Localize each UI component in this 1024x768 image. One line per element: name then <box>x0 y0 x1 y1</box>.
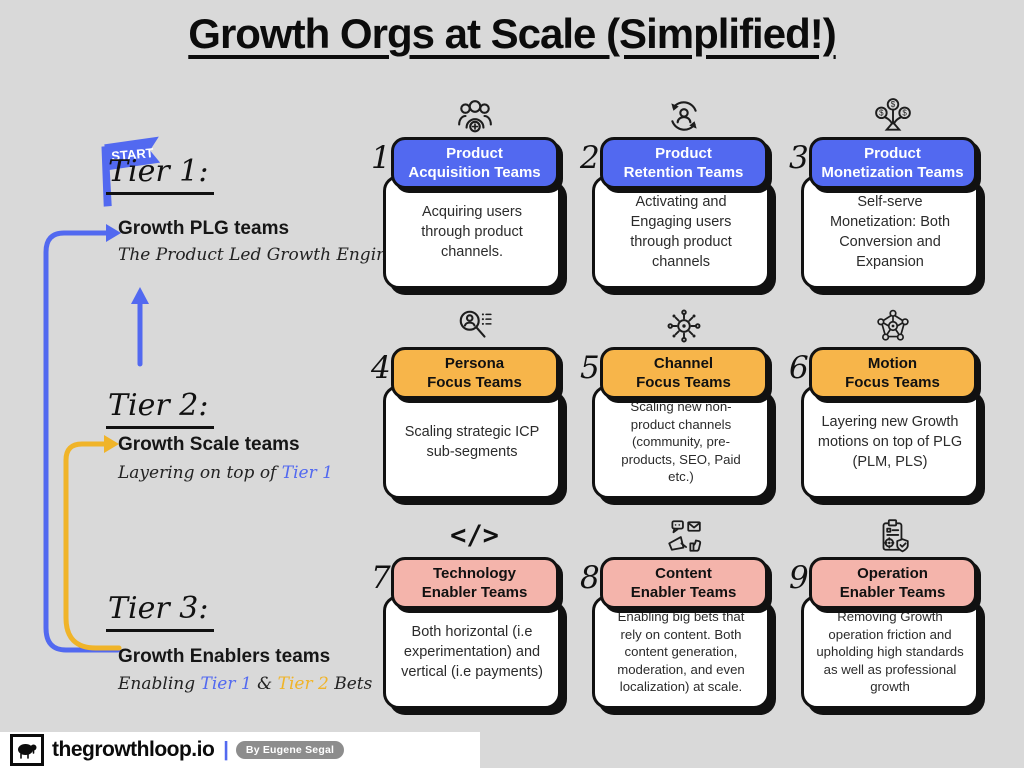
retention-cycle-icon <box>665 97 703 137</box>
svg-text:$: $ <box>902 109 907 118</box>
tier2-heading: Growth Scale teams <box>118 434 300 455</box>
tier1-label: Tier 1: <box>106 154 215 195</box>
motion-gears-icon <box>874 307 912 347</box>
operations-clipboard-icon <box>874 517 912 557</box>
card-description: Activating and Engaging users through pr… <box>592 175 770 289</box>
start-flag-label: START <box>111 145 155 164</box>
tier2-sub-text: Layering on top of <box>118 463 282 483</box>
page-title: Growth Orgs at Scale (Simplified!) <box>188 10 836 57</box>
card-description: Enabling big bets that rely on content. … <box>592 595 770 709</box>
card-description: Acquiring users through product channels… <box>383 175 561 289</box>
content-megaphone-icon <box>665 517 703 557</box>
tier3-to-tier1-blue-arrow <box>43 224 121 653</box>
footer-separator: | <box>223 738 229 761</box>
start-flag: START <box>95 135 171 213</box>
card-description: Scaling strategic ICP sub-segments <box>383 385 561 499</box>
start-flag-icon: START <box>101 136 161 207</box>
tier3-subheading: Enabling Tier 1 & Tier 2 Bets <box>118 674 372 694</box>
card-description: Removing Growth operation friction and u… <box>801 595 979 709</box>
tier3-sub-bets: Bets <box>328 674 373 694</box>
card-description: Layering new Growth motions on top of PL… <box>801 385 979 499</box>
svg-text:$: $ <box>890 100 895 109</box>
tier2-sub-tier1-ref: Tier 1 <box>281 463 333 483</box>
tier1-heading: Growth PLG teams <box>118 218 290 239</box>
tier3-sub-amp: & <box>251 674 278 694</box>
card-description: Scaling new non- product channels (commu… <box>592 385 770 499</box>
brand-name: thegrowthloop.io <box>52 738 215 761</box>
sheep-logo-icon <box>10 734 44 766</box>
persona-search-icon <box>456 307 494 347</box>
tier1-subheading: The Product Led Growth Engine <box>118 245 398 265</box>
tier2-to-tier1-up-arrow <box>131 287 149 367</box>
tier3-heading: Growth Enablers teams <box>118 646 331 667</box>
card-description: Self-serve Monetization: Both Conversion… <box>801 175 979 289</box>
channel-network-icon <box>665 307 703 347</box>
tier3-label: Tier 3: <box>106 591 215 632</box>
tier3-sub-tier1-ref: Tier 1 <box>200 674 252 694</box>
tier2-label: Tier 2: <box>106 388 215 429</box>
tier2-subheading: Layering on top of Tier 1 <box>118 463 333 483</box>
tier3-sub-text: Enabling <box>118 674 201 694</box>
money-tree-icon: $ $ $ <box>874 97 912 137</box>
user-group-add-icon <box>456 97 494 137</box>
tier3-sub-tier2-ref: Tier 2 <box>277 674 329 694</box>
card-description: Both horizontal (i.e experimentation) an… <box>383 595 561 709</box>
footer: thegrowthloop.io | By Eugene Segal <box>0 732 480 768</box>
code-glyph: </> <box>450 520 499 551</box>
code-icon: </> <box>450 517 499 557</box>
svg-text:$: $ <box>879 109 884 118</box>
byline-badge: By Eugene Segal <box>235 741 345 759</box>
